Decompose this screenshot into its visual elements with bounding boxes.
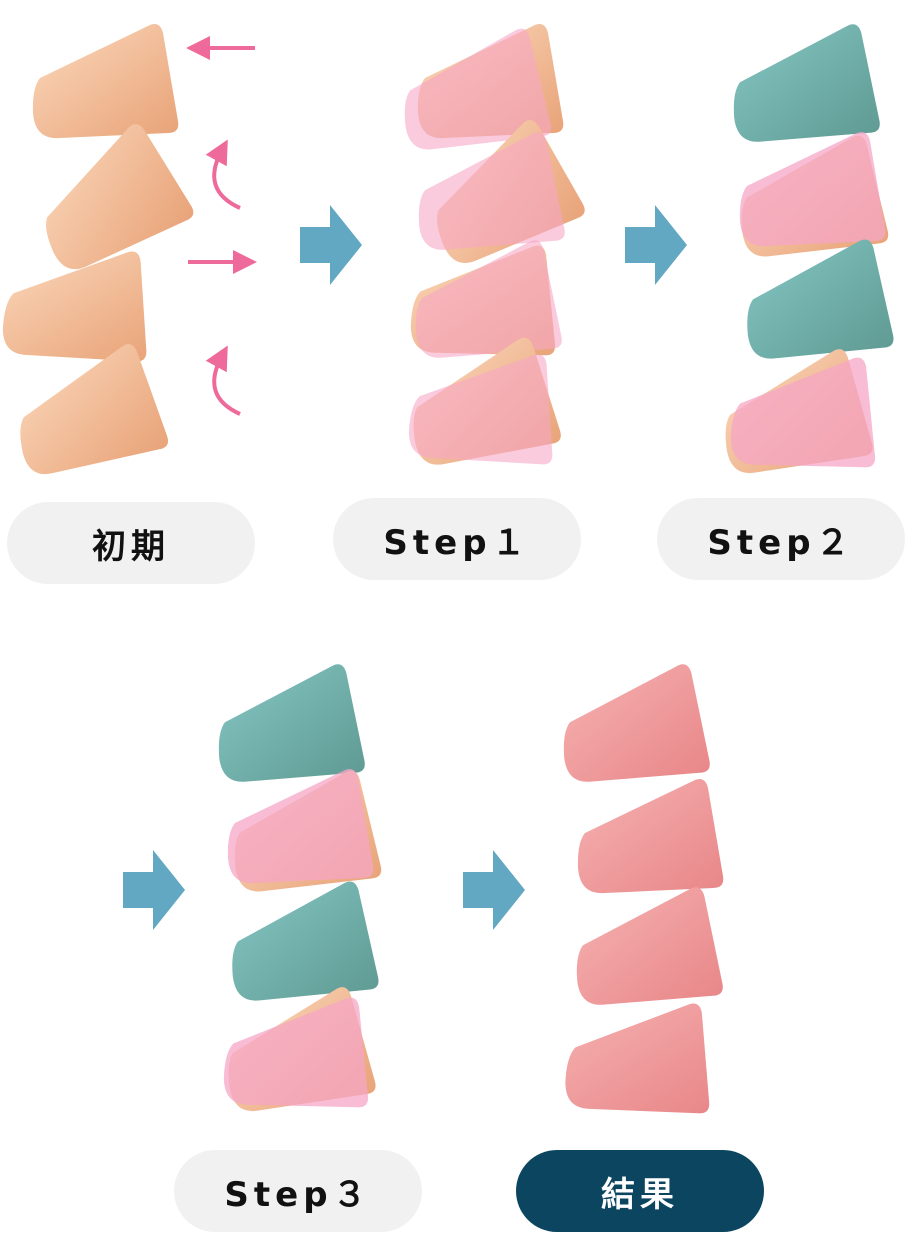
vertebra-1 [32,24,179,139]
vertebra-2 [20,115,198,276]
label-step3: Step３ [174,1150,422,1232]
vertebra-2 [577,779,724,894]
label-step1: Step１ [333,498,581,580]
next-step-arrow-icon [123,850,185,930]
step1-spine [399,24,589,471]
vertebra-overlay [739,132,886,247]
correction-force-arrows [186,36,257,416]
vertebra-3 [743,238,895,360]
vertebra-3 [573,886,724,1006]
vertebra-4 [563,992,718,1120]
initial-spine [0,24,198,478]
result-spine [560,663,724,1120]
vertebra-overlay [415,131,566,251]
label-initial: 初期 [7,502,255,584]
vertebra-overlay [412,239,563,359]
label-result: 結果 [516,1150,764,1232]
vertebra-3 [228,880,380,1002]
label-step2: Step２ [657,498,905,580]
vertebra-overlay [222,989,376,1114]
vertebra-overlay [227,769,374,884]
vertebra-overlay [729,349,883,474]
vertebra-1 [215,663,366,783]
rotate-arrow-icon [205,345,241,416]
vertebra-overlay [406,341,563,471]
step3-spine [215,663,383,1114]
step2-spine [717,23,895,476]
vertebra-1 [560,663,711,783]
vertebra-4 [7,340,171,478]
next-step-arrow-icon [463,850,525,930]
vertebra-1 [730,23,881,143]
next-step-arrow-icon [625,205,687,285]
next-step-arrow-icon [300,205,362,285]
rotate-arrow-icon [205,139,241,210]
